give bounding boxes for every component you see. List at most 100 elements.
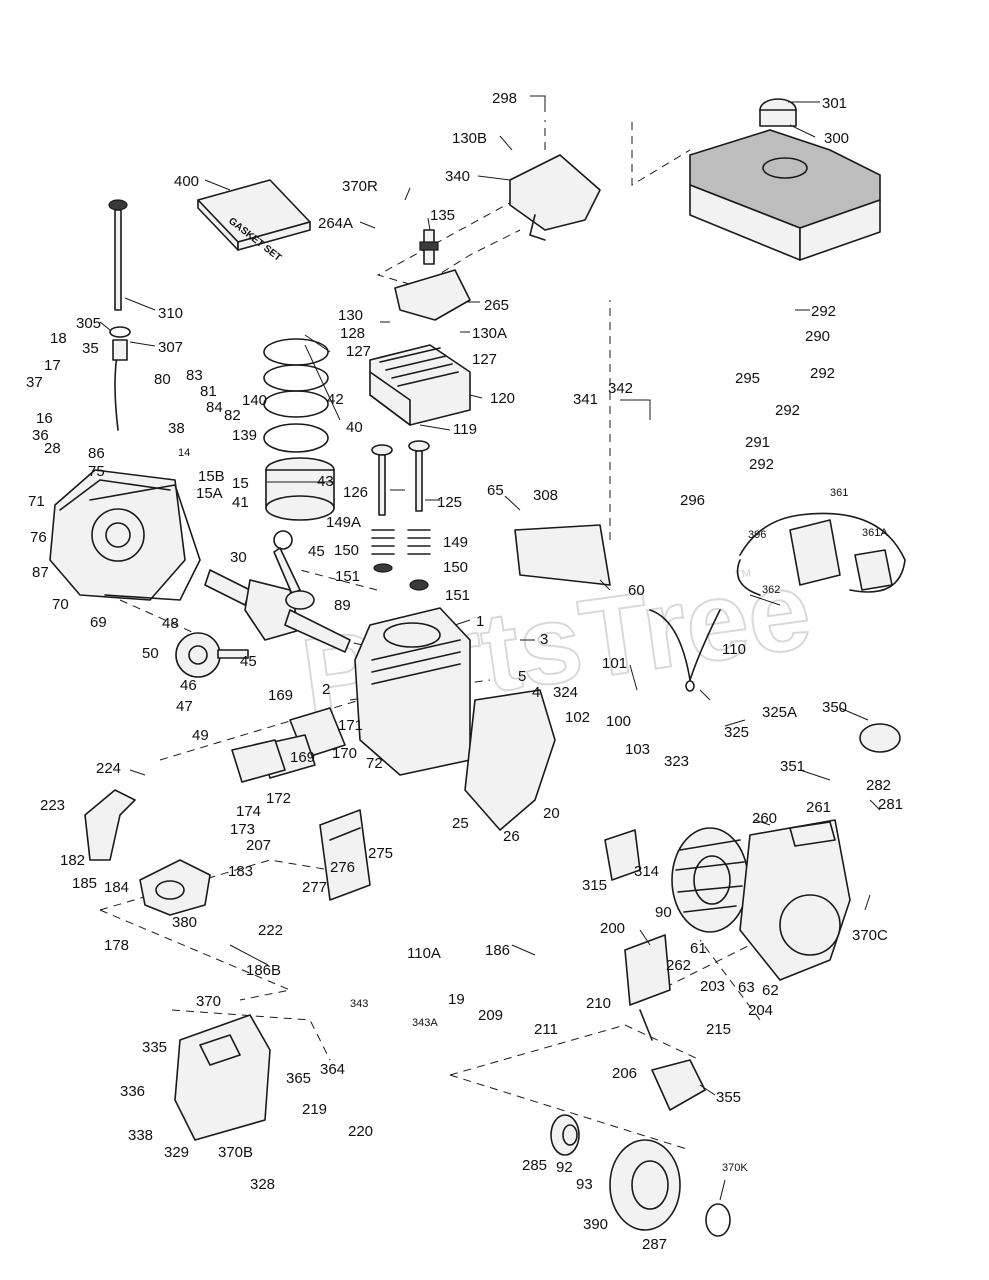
callout-15b: 15B xyxy=(198,468,225,485)
part-recoil-starter xyxy=(609,1139,681,1231)
callout-298: 298 xyxy=(492,90,517,107)
callout-328: 328 xyxy=(250,1176,275,1193)
leader-lines xyxy=(99,95,881,1201)
callout-370k: 370K xyxy=(722,1162,748,1174)
callout-370r: 370R xyxy=(342,178,378,195)
callout-110a: 110A xyxy=(407,945,441,962)
callout-290: 290 xyxy=(805,328,830,345)
callout-350: 350 xyxy=(822,699,847,716)
callout-173: 173 xyxy=(230,821,255,838)
callout-380: 380 xyxy=(172,914,197,931)
callout-341: 341 xyxy=(573,391,598,408)
callout-72: 72 xyxy=(366,755,383,772)
callout-282: 282 xyxy=(866,777,891,794)
callout-81: 81 xyxy=(200,383,217,400)
part-electric-starter xyxy=(736,512,906,596)
callout-151: 151 xyxy=(335,568,360,585)
callout-185: 185 xyxy=(72,875,97,892)
callout-340: 340 xyxy=(445,168,470,185)
part-ignition-module xyxy=(604,829,641,881)
callout-16: 16 xyxy=(36,410,53,427)
callout-128: 128 xyxy=(340,325,365,342)
part-plate-265 xyxy=(394,269,471,321)
callout-296: 296 xyxy=(680,492,705,509)
callout-305: 305 xyxy=(76,315,101,332)
callout-86: 86 xyxy=(88,445,105,462)
callout-41: 41 xyxy=(232,494,249,511)
callout-308: 308 xyxy=(533,487,558,504)
callout-170: 170 xyxy=(332,745,357,762)
callout-65: 65 xyxy=(487,482,504,499)
callout-336: 336 xyxy=(120,1083,145,1100)
callout-92: 92 xyxy=(556,1159,573,1176)
callout-361a: 361A xyxy=(862,527,888,539)
callout-18: 18 xyxy=(50,330,67,347)
part-cover-355 xyxy=(651,1059,706,1111)
callout-135: 135 xyxy=(430,207,455,224)
callout-285: 285 xyxy=(522,1157,547,1174)
callout-300: 300 xyxy=(824,130,849,147)
callout-37: 37 xyxy=(26,374,43,391)
callout-277: 277 xyxy=(302,879,327,896)
callout-224: 224 xyxy=(96,760,121,777)
callout-186b: 186B xyxy=(246,962,281,979)
callout-325a: 325A xyxy=(762,704,797,721)
callout-48: 48 xyxy=(162,615,179,632)
callout-307: 307 xyxy=(158,339,183,356)
callout-351: 351 xyxy=(780,758,805,775)
part-crankcase-cover xyxy=(49,469,186,601)
callout-325: 325 xyxy=(724,724,749,741)
callout-292: 292 xyxy=(749,456,774,473)
callout-71: 71 xyxy=(28,493,45,510)
callout-42: 42 xyxy=(327,391,344,408)
callout-315: 315 xyxy=(582,877,607,894)
callout-215: 215 xyxy=(706,1021,731,1038)
callout-69: 69 xyxy=(90,614,107,631)
part-shield-60 xyxy=(514,524,611,586)
callout-329: 329 xyxy=(164,1144,189,1161)
callout-210: 210 xyxy=(586,995,611,1012)
callout-343: 343 xyxy=(350,998,368,1010)
part-blower-housing xyxy=(739,819,851,981)
callout-4: 4 xyxy=(532,684,540,701)
part-cylinder-head xyxy=(369,344,471,426)
callout-211: 211 xyxy=(534,1021,558,1038)
callout-396: 396 xyxy=(748,529,766,541)
callout-276: 276 xyxy=(330,859,355,876)
callout-400: 400 xyxy=(174,173,199,190)
callout-292: 292 xyxy=(810,365,835,382)
callout-120: 120 xyxy=(490,390,515,407)
callout-169: 169 xyxy=(268,687,293,704)
callout-60: 60 xyxy=(628,582,645,599)
part-engine-block xyxy=(354,607,471,776)
callout-186: 186 xyxy=(485,942,510,959)
callout-20: 20 xyxy=(543,805,560,822)
callout-63: 63 xyxy=(738,979,755,996)
callout-2: 2 xyxy=(322,681,330,698)
callout-62: 62 xyxy=(762,982,779,999)
callout-139: 139 xyxy=(232,427,257,444)
callout-36: 36 xyxy=(32,427,49,444)
callout-178: 178 xyxy=(104,937,129,954)
callout-275: 275 xyxy=(368,845,393,862)
callout-287: 287 xyxy=(642,1236,667,1253)
callout-370c: 370C xyxy=(852,927,888,944)
callout-17: 17 xyxy=(44,357,61,374)
callout-206: 206 xyxy=(612,1065,637,1082)
callout-100: 100 xyxy=(606,713,631,730)
callout-174: 174 xyxy=(236,803,261,820)
callout-200: 200 xyxy=(600,920,625,937)
callout-335: 335 xyxy=(142,1039,167,1056)
callout-182: 182 xyxy=(60,852,85,869)
callout-184: 184 xyxy=(104,879,129,896)
part-piston-rings xyxy=(263,338,329,453)
callout-172: 172 xyxy=(266,790,291,807)
part-carburetor xyxy=(139,859,211,916)
part-crankshaft xyxy=(204,569,351,653)
callout-262: 262 xyxy=(666,957,691,974)
part-valve-springs xyxy=(371,529,431,591)
callout-126: 126 xyxy=(343,484,368,501)
callout-370b: 370B xyxy=(218,1144,253,1161)
callout-43: 43 xyxy=(317,473,334,490)
